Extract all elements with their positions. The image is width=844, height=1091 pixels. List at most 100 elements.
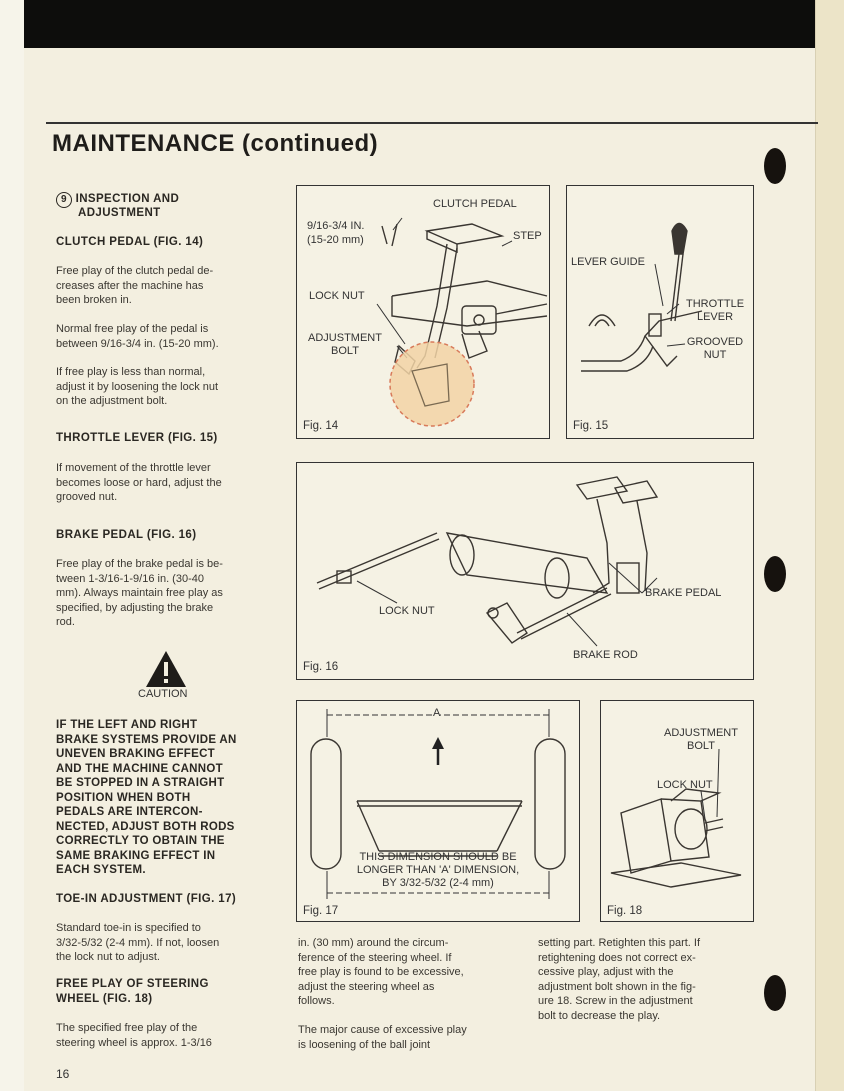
text-line: grooved nut.: [56, 491, 118, 503]
text-line: cessive play, adjust with the: [538, 966, 674, 978]
text-line: Normal free play of the pedal is: [56, 323, 209, 335]
text-line: rod.: [56, 616, 75, 628]
text-line: Standard toe-in is specified to: [56, 922, 201, 934]
text-line: EACH SYSTEM.: [56, 864, 146, 876]
text-line: NECTED, ADJUST BOTH RODS: [56, 820, 235, 833]
text-line: retightening does not correct ex-: [538, 951, 696, 964]
steering-heading-2: WHEEL (FIG. 18): [56, 993, 153, 1005]
clutch-paragraph-1: Free play of the clutch pedal de- crease…: [56, 264, 274, 308]
label-line: NUT: [703, 349, 727, 361]
text-line: adjust it by loosening the lock nut: [56, 380, 219, 393]
header-rule: [46, 122, 818, 124]
clutch-paragraph-3: If free play is less than normal, adjust…: [56, 365, 274, 409]
label-dimension-a: A: [433, 707, 441, 720]
text-line: If free play is less than normal,: [56, 366, 206, 378]
label-lock-nut: LOCK NUT: [379, 605, 435, 617]
scan-right-edge: [815, 0, 844, 1091]
text-line: AND THE MACHINE CANNOT: [56, 762, 223, 775]
text-line: bolt to decrease the play.: [538, 1009, 661, 1022]
label-clutch-pedal: CLUTCH PEDAL: [433, 198, 517, 210]
figure-16: LOCK NUT BRAKE PEDAL BRAKE ROD Fig. 16: [296, 462, 754, 680]
middle-column-paragraph-2: The major cause of excessive play is loo…: [298, 1023, 523, 1052]
text-line: setting part. Retighten this part. If: [538, 937, 701, 949]
label-brake-rod: BRAKE ROD: [573, 649, 638, 661]
text-line: on the adjustment bolt.: [56, 395, 168, 407]
text-line: steering wheel is approx. 1-3/16: [56, 1036, 212, 1049]
page-number: 16: [56, 1067, 70, 1081]
caution-triangle-icon: [146, 651, 186, 687]
binder-hole-icon: [764, 975, 786, 1011]
text-line: BE STOPPED IN A STRAIGHT: [56, 777, 225, 789]
steering-paragraph: The specified free play of the steering …: [56, 1021, 274, 1050]
binder-hole-icon: [764, 148, 786, 184]
text-line: specified, by adjusting the brake: [56, 601, 214, 614]
middle-column-paragraph-1: in. (30 mm) around the circum- ference o…: [298, 936, 523, 1009]
brake-heading: BRAKE PEDAL (FIG. 16): [56, 529, 197, 541]
label-line: GROOVED: [686, 336, 744, 348]
toein-heading: TOE-IN ADJUSTMENT (FIG. 17): [56, 893, 237, 905]
scan-top-band: [0, 0, 844, 48]
text-line: UNEVEN BRAKING EFFECT: [56, 748, 216, 760]
label-free-play-mm: (15-20 mm): [307, 234, 364, 246]
figure-15: LEVER GUIDE THROTTLE LEVER GROOVED NUT F…: [566, 185, 754, 439]
text-line: The major cause of excessive play: [298, 1024, 467, 1036]
clutch-paragraph-2: Normal free play of the pedal is between…: [56, 322, 274, 351]
section-number: 9: [56, 192, 72, 208]
label-adjustment-bolt: ADJUSTMENT BOLT: [651, 727, 751, 753]
text-line: Free play of the clutch pedal de-: [56, 265, 214, 277]
text-line: SAME BRAKING EFFECT IN: [56, 849, 216, 862]
label-line: ADJUSTMENT: [308, 332, 382, 344]
text-line: between 9/16-3/4 in. (15-20 mm).: [56, 337, 219, 350]
text-line: the lock nut to adjust.: [56, 951, 160, 963]
label-line: BOLT: [687, 740, 715, 752]
text-line: Free play of the brake pedal is be-: [56, 558, 223, 570]
figure-14: CLUTCH PEDAL 9/16-3/4 IN. (15-20 mm) STE…: [296, 185, 550, 439]
label-throttle-lever: THROTTLE LEVER: [679, 298, 751, 324]
figure-caption: Fig. 17: [303, 905, 339, 917]
binder-hole-icon: [764, 556, 786, 592]
figure-caption: Fig. 14: [303, 420, 339, 432]
text-line: POSITION WHEN BOTH: [56, 791, 191, 804]
throttle-paragraph: If movement of the throttle lever become…: [56, 461, 274, 505]
label-line: LONGER THAN 'A' DIMENSION,: [356, 864, 520, 876]
figure-caption: Fig. 18: [607, 905, 643, 917]
text-line: BRAKE SYSTEMS PROVIDE AN: [56, 733, 237, 746]
label-line: BY 3/32-5/32 (2-4 mm): [382, 877, 494, 889]
right-column-paragraph: setting part. Retighten this part. If re…: [538, 936, 760, 1023]
warning-text: IF THE LEFT AND RIGHT BRAKE SYSTEMS PROV…: [56, 718, 276, 878]
label-lock-nut: LOCK NUT: [657, 779, 713, 791]
text-line: creases after the machine has: [56, 279, 204, 292]
text-line: adjustment bolt shown in the fig-: [538, 980, 696, 993]
clutch-heading: CLUTCH PEDAL (FIG. 14): [56, 236, 204, 248]
label-line: BOLT: [331, 345, 359, 357]
label-line: THIS DIMENSION SHOULD BE: [359, 851, 517, 863]
label-free-play-in: 9/16-3/4 IN.: [307, 220, 365, 232]
clutch-pedal-drawing: [376, 217, 548, 427]
section-title-2: ADJUSTMENT: [78, 207, 161, 219]
label-line: LEVER: [696, 311, 734, 323]
section-title-1: INSPECTION AND: [75, 193, 180, 205]
text-line: mm). Always maintain free play as: [56, 587, 223, 599]
brake-paragraph: Free play of the brake pedal is be- twee…: [56, 557, 274, 630]
text-line: CORRECTLY TO OBTAIN THE: [56, 835, 225, 847]
label-brake-pedal: BRAKE PEDAL: [645, 587, 722, 599]
figure-caption: Fig. 15: [573, 420, 609, 432]
steering-box-drawing: [610, 748, 742, 888]
stamp-mark-icon: [389, 341, 475, 427]
text-line: If movement of the throttle lever: [56, 462, 211, 474]
text-line: 3/32-5/32 (2-4 mm). If not, loosen: [56, 936, 220, 949]
text-line: The specified free play of the: [56, 1022, 198, 1034]
steering-heading-1: FREE PLAY OF STEERING: [56, 978, 209, 990]
text-line: ure 18. Screw in the adjustment: [538, 995, 693, 1007]
figure-caption: Fig. 16: [303, 661, 339, 673]
label-line: THROTTLE: [685, 298, 745, 310]
text-line: free play is found to be excessive,: [298, 966, 464, 978]
throttle-heading: THROTTLE LEVER (FIG. 15): [56, 432, 218, 444]
text-line: ference of the steering wheel. If: [298, 951, 452, 964]
label-adjustment-bolt: ADJUSTMENT BOLT: [299, 332, 391, 358]
text-line: been broken in.: [56, 294, 132, 306]
text-line: in. (30 mm) around the circum-: [298, 937, 449, 949]
scan-left-edge: [0, 0, 24, 1091]
toe-in-drawing: [310, 709, 566, 899]
brake-pedal-drawing: [316, 476, 659, 647]
